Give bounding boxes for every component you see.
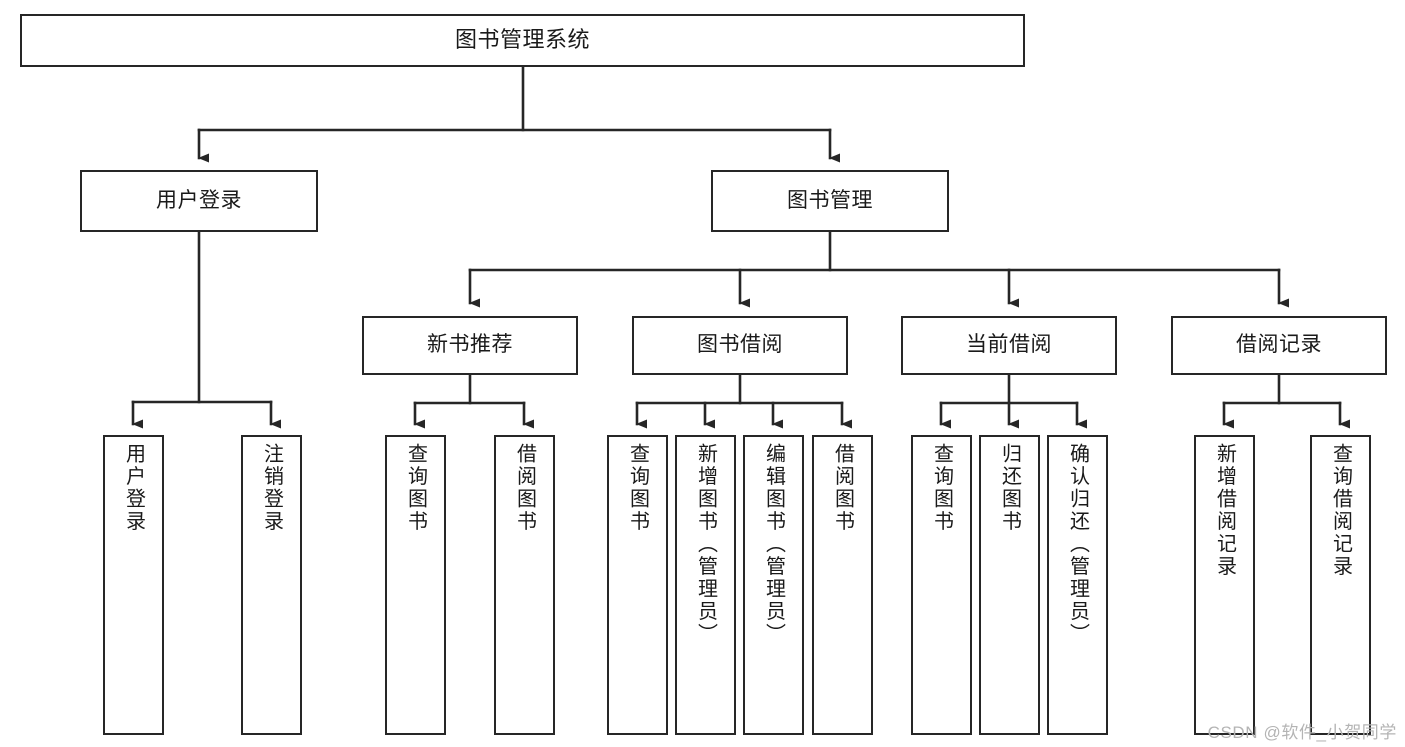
node-new-book-rec-label: 新书推荐: [427, 333, 513, 357]
node-leaf-query-book-3-label: 查询图书: [930, 443, 953, 533]
node-borrow-record-label: 借阅记录: [1236, 333, 1322, 357]
node-book-borrow-label: 图书借阅: [697, 333, 783, 357]
node-book-borrow[interactable]: 图书借阅: [632, 316, 848, 375]
node-leaf-borrow-book-2-label: 借阅图书: [831, 443, 854, 533]
node-leaf-query-book-2-label: 查询图书: [626, 443, 649, 533]
node-leaf-query-book-3[interactable]: 查询图书: [911, 435, 972, 735]
node-leaf-return-book[interactable]: 归还图书: [979, 435, 1040, 735]
node-leaf-logout[interactable]: 注销登录: [241, 435, 302, 735]
node-leaf-add-book-label: 新增图书（管理员）: [694, 443, 717, 646]
node-current-borrow-label: 当前借阅: [966, 333, 1052, 357]
node-leaf-confirm-return-label: 确认归还（管理员）: [1066, 443, 1089, 646]
watermark-text: CSDN @软件_小贺同学: [1207, 723, 1397, 742]
node-current-borrow[interactable]: 当前借阅: [901, 316, 1117, 375]
node-leaf-user-login[interactable]: 用户登录: [103, 435, 164, 735]
node-borrow-record[interactable]: 借阅记录: [1171, 316, 1387, 375]
node-leaf-query-book-1-label: 查询图书: [404, 443, 427, 533]
node-leaf-add-book[interactable]: 新增图书（管理员）: [675, 435, 736, 735]
node-leaf-return-book-label: 归还图书: [998, 443, 1021, 533]
node-book-manage[interactable]: 图书管理: [711, 170, 949, 232]
node-root[interactable]: 图书管理系统: [20, 14, 1025, 67]
node-leaf-query-book-1[interactable]: 查询图书: [385, 435, 446, 735]
node-leaf-query-record[interactable]: 查询借阅记录: [1310, 435, 1371, 735]
node-new-book-rec[interactable]: 新书推荐: [362, 316, 578, 375]
node-leaf-edit-book[interactable]: 编辑图书（管理员）: [743, 435, 804, 735]
node-leaf-confirm-return[interactable]: 确认归还（管理员）: [1047, 435, 1108, 735]
node-leaf-query-book-2[interactable]: 查询图书: [607, 435, 668, 735]
node-leaf-add-record[interactable]: 新增借阅记录: [1194, 435, 1255, 735]
node-leaf-logout-label: 注销登录: [260, 443, 283, 533]
node-user-login-label: 用户登录: [156, 188, 242, 212]
node-leaf-user-login-label: 用户登录: [122, 443, 145, 533]
node-leaf-borrow-book-1-label: 借阅图书: [513, 443, 536, 533]
node-leaf-borrow-book-2[interactable]: 借阅图书: [812, 435, 873, 735]
node-leaf-query-record-label: 查询借阅记录: [1329, 443, 1352, 578]
node-user-login[interactable]: 用户登录: [80, 170, 318, 232]
node-leaf-add-record-label: 新增借阅记录: [1213, 443, 1236, 578]
node-leaf-edit-book-label: 编辑图书（管理员）: [762, 443, 785, 646]
node-root-label: 图书管理系统: [454, 27, 590, 53]
node-leaf-borrow-book-1[interactable]: 借阅图书: [494, 435, 555, 735]
node-book-manage-label: 图书管理: [787, 188, 873, 212]
